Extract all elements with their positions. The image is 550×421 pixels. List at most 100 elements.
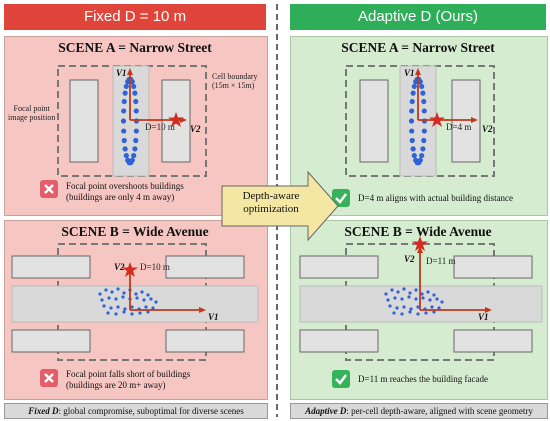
adaptive-scene-a-caption: D=4 m aligns with actual building distan…	[358, 193, 514, 203]
camera-dot	[410, 90, 416, 96]
camera-dot	[121, 295, 125, 299]
arrow-label: Depth-aware optimization	[242, 190, 300, 215]
camera-dot	[409, 128, 415, 134]
camera-dot	[106, 311, 110, 315]
camera-dot	[125, 157, 131, 163]
camera-dot	[409, 307, 413, 311]
camera-dot	[409, 108, 415, 114]
camera-dot	[426, 290, 430, 294]
camera-dot	[149, 297, 153, 301]
camera-dot	[409, 98, 415, 105]
camera-dot	[421, 296, 425, 300]
camera-dot	[417, 79, 423, 85]
adaptive-scene-b-caption: D=11 m reaches the building facade	[358, 374, 488, 384]
camera-dot	[107, 296, 111, 300]
camera-dot	[411, 152, 417, 159]
camera-dot	[133, 98, 139, 105]
camera-dot	[146, 310, 150, 314]
camera-dot	[122, 291, 126, 295]
camera-dot	[408, 118, 415, 124]
camera-dot	[133, 128, 139, 134]
fixed-scene-b-title: SCENE B = Wide Avenue	[61, 224, 209, 239]
adaptive-scene-a-diagram	[345, 65, 495, 177]
camera-dot	[413, 157, 419, 163]
camera-dot	[420, 146, 426, 152]
camera-dot	[154, 300, 158, 304]
camera-dot	[437, 306, 441, 310]
camera-dot	[402, 287, 406, 291]
camera-dot	[121, 137, 127, 144]
camera-dot	[104, 288, 108, 292]
camera-dot	[130, 305, 134, 309]
cross-icon	[40, 180, 58, 198]
v2-label: V2	[404, 254, 415, 264]
camera-dot	[133, 137, 139, 144]
camera-dot	[407, 295, 411, 299]
camera-dot	[109, 306, 113, 310]
camera-dot	[392, 311, 396, 315]
adaptive-footer: Adaptive D: per-cell depth-aware, aligne…	[290, 403, 548, 419]
camera-dot	[122, 90, 128, 96]
camera-dot	[414, 288, 418, 292]
camera-dot	[411, 83, 417, 90]
camera-dot	[123, 307, 127, 311]
camera-dot	[408, 291, 412, 295]
camera-dot	[129, 79, 135, 85]
camera-dot	[416, 305, 420, 309]
camera-dot	[414, 297, 418, 301]
camera-dot	[102, 304, 106, 308]
camera-dot	[98, 292, 102, 296]
camera-dot	[421, 98, 427, 105]
camera-dot	[133, 108, 139, 114]
camera-dot	[384, 292, 388, 296]
camera-dot	[121, 98, 127, 105]
adaptive-scene-b-title: SCENE B = Wide Avenue	[344, 224, 492, 239]
camera-dot	[146, 293, 150, 297]
camera-dot	[396, 290, 400, 294]
camera-dot	[424, 311, 428, 315]
camera-dot	[432, 310, 436, 314]
v2-label: V2	[482, 124, 493, 134]
camera-dot	[122, 310, 126, 314]
camera-dot	[420, 90, 426, 96]
v1-label: V1	[478, 312, 489, 322]
camera-dot	[114, 297, 118, 301]
cell-boundary-label: Cell boundary (15m × 15m)	[212, 72, 258, 90]
fixed-scene-b-diagram	[11, 243, 259, 361]
camera-dot	[402, 305, 406, 309]
check-icon	[332, 189, 350, 207]
camera-dot	[132, 146, 138, 152]
building-left	[69, 79, 99, 163]
camera-dot	[130, 312, 134, 316]
v1-label: V1	[116, 68, 127, 78]
camera-dot	[390, 288, 394, 292]
camera-dot	[114, 312, 118, 316]
camera-dot	[121, 108, 127, 114]
street	[112, 65, 150, 177]
fixed-scene-a-diagram	[57, 65, 207, 177]
v1-label: V1	[404, 68, 415, 78]
fixed-scene-a-title: SCENE A = Narrow Street	[58, 40, 212, 55]
depth-label: D=10 m	[140, 262, 170, 272]
fixed-header: Fixed D = 10 m	[4, 4, 266, 30]
camera-dot	[116, 287, 120, 291]
camera-dot	[421, 128, 427, 134]
camera-dot	[400, 297, 404, 301]
camera-dot	[409, 137, 415, 144]
camera-dot	[395, 306, 399, 310]
camera-dot	[140, 290, 144, 294]
camera-dot	[410, 146, 416, 152]
camera-dot	[151, 306, 155, 310]
camera-dot	[121, 128, 127, 134]
depth-aware-arrow	[221, 170, 339, 242]
v2-label: V2	[190, 124, 201, 134]
fixed-footer: Fixed D: global compromise, suboptimal f…	[4, 403, 268, 419]
check-icon	[332, 370, 350, 388]
camera-dot	[135, 296, 139, 300]
adaptive-scene-b-diagram	[299, 236, 543, 361]
camera-dot	[123, 152, 129, 159]
camera-dot	[131, 152, 137, 159]
focal-dots	[120, 76, 140, 166]
camera-dot	[110, 290, 114, 294]
